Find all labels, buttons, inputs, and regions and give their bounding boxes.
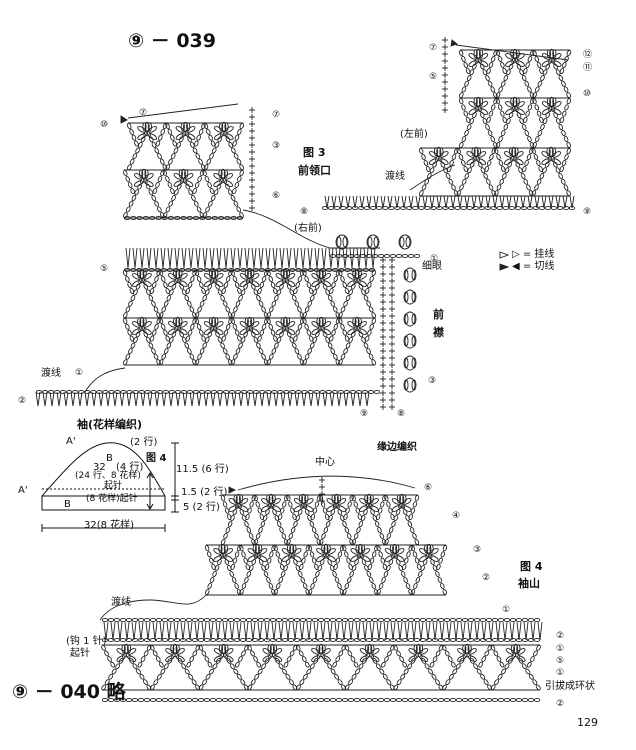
row-marker: ② bbox=[18, 396, 27, 406]
sleeve-width: 32(8 花样) bbox=[84, 520, 135, 531]
sleeve-b-top: B bbox=[106, 453, 113, 464]
row-marker: ⑤ bbox=[100, 264, 109, 274]
row-marker: ② bbox=[556, 631, 565, 641]
fig3-right-front-chart bbox=[35, 103, 381, 407]
sleeve-fig-label: 图 4 bbox=[146, 453, 167, 464]
row-marker: ② bbox=[556, 699, 565, 709]
sleeve-d3: 5 (2 行) bbox=[183, 502, 220, 513]
sleeve-a-left: A' bbox=[18, 485, 28, 496]
fig4-ring: 引拔成环状 bbox=[545, 681, 595, 692]
row-marker: ① bbox=[75, 368, 84, 378]
fig3-front-band-chart bbox=[329, 234, 510, 410]
row-marker: ⑫ bbox=[583, 50, 593, 60]
jin-label: 襟 bbox=[433, 326, 444, 339]
sleeve-rows2-top: (2 行) bbox=[130, 437, 158, 448]
row-marker: ③ bbox=[272, 141, 281, 151]
sleeve-schematic bbox=[41, 442, 179, 532]
row-marker: ⑩ bbox=[583, 89, 592, 99]
sleeve-a-top: A' bbox=[66, 436, 76, 447]
fig4-qizhen: 起针 bbox=[70, 648, 90, 659]
sleeve-rows4: (4 行) bbox=[116, 462, 144, 473]
legend-hang: ▷ = 挂线 bbox=[512, 249, 555, 260]
row-marker: ⑩ bbox=[100, 120, 109, 130]
sleeve-d1: 11.5 (6 行) bbox=[176, 464, 229, 475]
row-marker: ① bbox=[430, 254, 439, 264]
row-marker: ⑨ bbox=[360, 409, 369, 419]
fig4-duxian: 渡线 bbox=[111, 597, 131, 608]
header-top: ⑨ － 039 bbox=[128, 30, 216, 52]
row-marker: ① bbox=[502, 605, 511, 615]
row-marker: ⑦ bbox=[272, 110, 281, 120]
xiyan-label: 细眼 bbox=[422, 261, 442, 272]
sleeve-mid-text: (8 花样)起针 bbox=[86, 494, 138, 504]
row-marker: ⑧ bbox=[300, 207, 309, 217]
sleeve-n32: 32 bbox=[93, 462, 106, 473]
fig4-subtitle: 袖山 bbox=[518, 577, 540, 590]
row-marker: ⑨ bbox=[583, 207, 592, 217]
fig4-sleeve-cap-chart bbox=[99, 475, 543, 703]
row-marker: ⑪ bbox=[583, 63, 593, 73]
fig4-zhen1: (钩 1 针) bbox=[66, 636, 107, 647]
legend-cut: ◀ = 切线 bbox=[512, 261, 555, 272]
sleeve-d2: 1.5 (2 行) bbox=[181, 487, 228, 498]
row-marker: ① bbox=[556, 668, 565, 678]
sleeve-qizhen1: 起针 bbox=[104, 481, 123, 491]
sleeve-rows24: (24 行、8 花样) bbox=[75, 471, 141, 481]
row-marker: ③ bbox=[473, 545, 482, 555]
row-marker: ① bbox=[556, 644, 565, 654]
sleeve-title: 袖(花样编织) bbox=[77, 418, 143, 431]
row-marker: ⑦ bbox=[429, 43, 438, 53]
qian-label: 前 bbox=[433, 308, 444, 321]
fig4-center: 中心 bbox=[315, 457, 335, 468]
right-front-label: (右前) bbox=[294, 223, 322, 234]
row-marker: ⑧ bbox=[397, 409, 406, 419]
row-marker: ④ bbox=[452, 511, 461, 521]
duxian-fig3-left: 渡线 bbox=[41, 368, 61, 379]
fig3-subtitle: 前领口 bbox=[298, 164, 331, 177]
fig3-title: 图 3 bbox=[303, 146, 326, 159]
fig4-title: 图 4 bbox=[520, 560, 543, 573]
row-marker: ⑥ bbox=[272, 191, 281, 201]
sleeve-b-bottom: B bbox=[64, 499, 71, 510]
row-marker: ⑥ bbox=[424, 483, 433, 493]
left-front-label: (左前) bbox=[400, 129, 428, 140]
row-marker: ② bbox=[482, 573, 491, 583]
row-marker: ⑦ bbox=[139, 108, 148, 118]
header-bottom: ⑨ － 040 略 bbox=[12, 681, 126, 703]
fig3-left-front-chart bbox=[321, 37, 576, 211]
row-marker: ⑤ bbox=[429, 72, 438, 82]
row-marker: ③ bbox=[428, 376, 437, 386]
row-marker: ⑤ bbox=[556, 656, 565, 666]
edge-label: 缘边编织 bbox=[377, 442, 417, 453]
page-number: 129 bbox=[577, 716, 598, 729]
duxian-fig3-right: 渡线 bbox=[385, 171, 405, 182]
